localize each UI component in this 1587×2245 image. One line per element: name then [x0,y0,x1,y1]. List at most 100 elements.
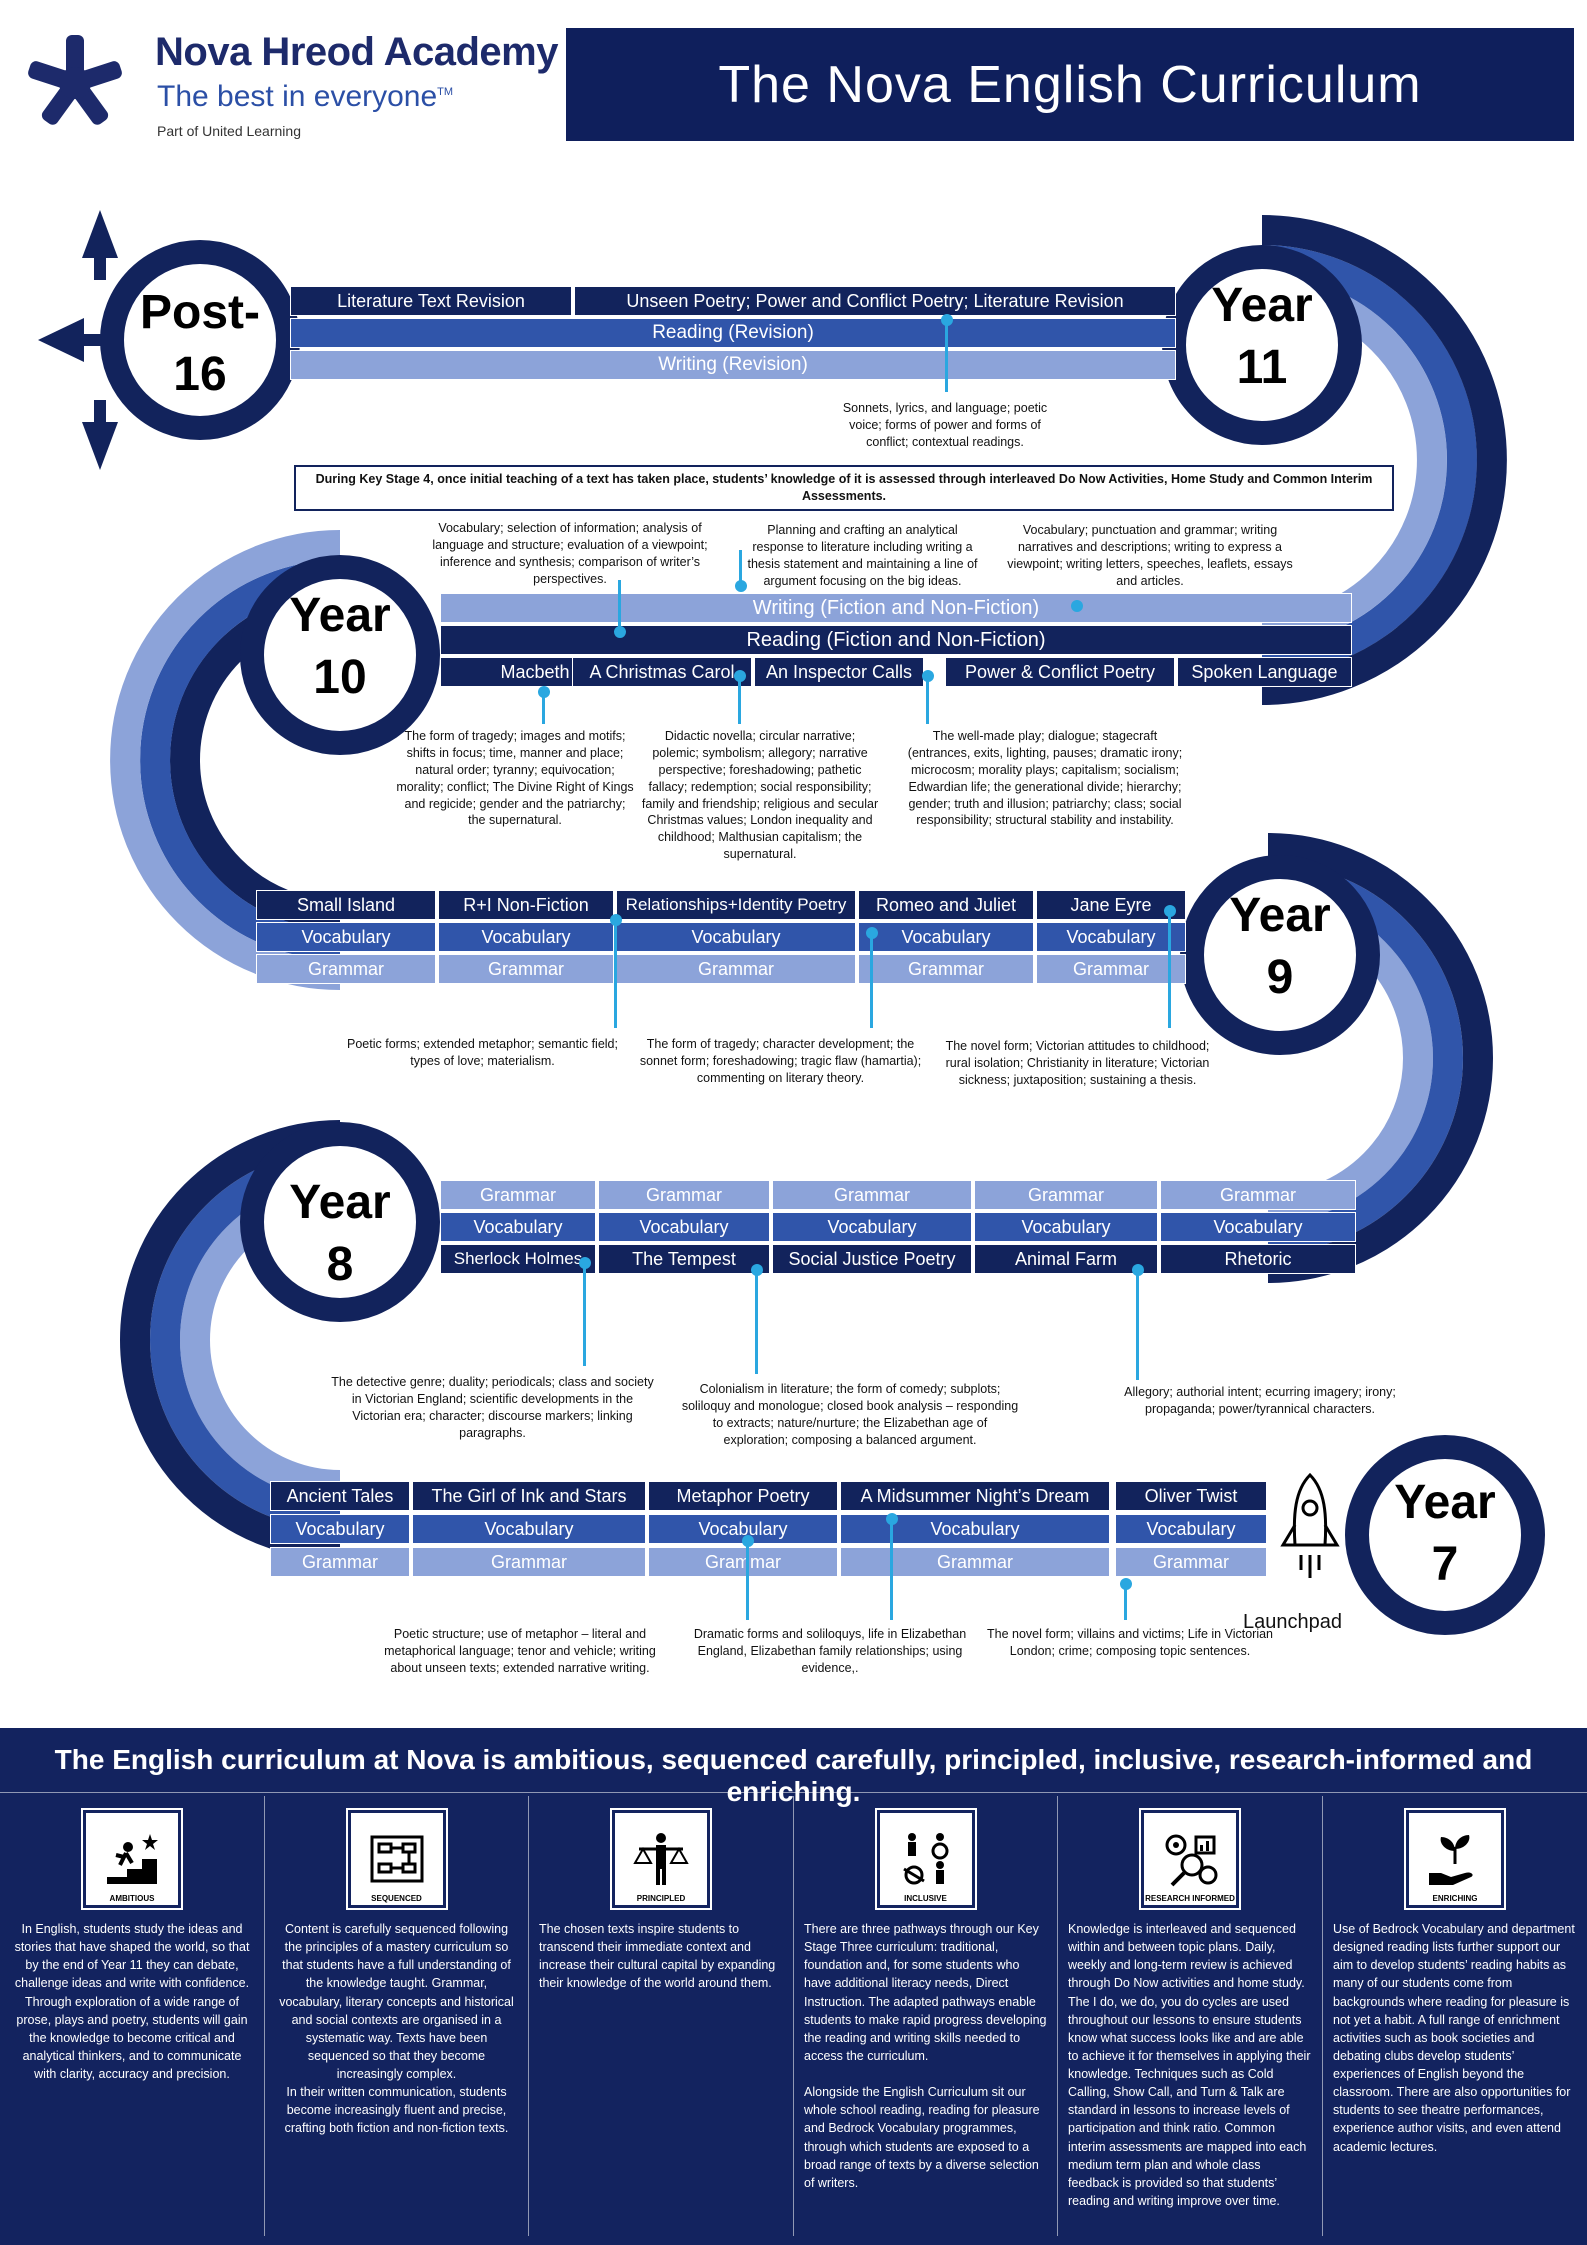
note-y8-animal-farm: Allegory; authorial intent; ecurring ima… [1124,1385,1396,1416]
inclusive-text: There are three pathways through our Key… [804,1922,1047,2190]
y10-reading-fnf: Reading (Fiction and Non-Fiction) [440,625,1352,655]
plant-hand-icon [1429,1835,1473,1885]
y9-grammar-5: Grammar [1036,954,1186,984]
note-reading-skills: Vocabulary; selection of information; an… [432,521,708,586]
connector-dot [735,580,747,592]
connector-line [618,580,621,630]
y7-vocab-1: Vocabulary [270,1514,410,1544]
enriching-text: Use of Bedrock Vocabulary and department… [1333,1922,1575,2154]
year-7-line1: Year [1394,1476,1496,1529]
y9-grammar-3: Grammar [616,954,856,984]
enriching-label: ENRICHING [1432,1894,1478,1903]
sequenced-icon-box: SEQUENCED [345,1808,448,1910]
y7-vocab-4: Vocabulary [840,1514,1110,1544]
y7-grammar-5: Grammar [1115,1547,1267,1577]
footer-col-research: RESEARCH INFORMED Knowledge is interleav… [1057,1796,1322,2236]
mountain-climber-icon [107,1834,158,1884]
ambitious-label: AMBITIOUS [109,1894,155,1903]
year-11-label: Year 11 [1192,275,1332,400]
text-spoken-language: Spoken Language [1177,657,1352,687]
note-christmas-carol: Didactic novella; circular narrative; po… [641,729,879,862]
year-9-line1: Year [1229,889,1331,942]
ks4-literature-revision: Literature Text Revision [290,286,572,316]
ks4-unseen-poetry: Unseen Poetry; Power and Conflict Poetry… [574,286,1176,316]
ambitious-text: In English, students study the ideas and… [14,1922,250,2081]
year-post16-line2: 16 [173,348,227,402]
note-macbeth: The form of tragedy; images and motifs; … [396,729,634,828]
year-7-label: Year 7 [1375,1472,1515,1597]
note-y8-sherlock: The detective genre; duality; periodical… [331,1375,654,1440]
year-9-label: Year 9 [1210,885,1350,1010]
year-post16-line1: Post- [140,286,260,339]
text-inspector-calls: An Inspector Calls [754,657,924,687]
y9-grammar-4: Grammar [858,954,1034,984]
y8-vocab-2: Vocabulary [598,1212,770,1242]
connector-line [870,933,873,1028]
connector-line [1124,1584,1127,1620]
y7-vocab-2: Vocabulary [412,1514,646,1544]
footer-col-enriching: ENRICHING Use of Bedrock Vocabulary and … [1322,1796,1587,2236]
y9-vocab-3: Vocabulary [616,922,856,952]
y9-vocab-2: Vocabulary [438,922,614,952]
text-christmas-carol: A Christmas Carol [572,657,752,687]
research-icon-box: RESEARCH INFORMED [1139,1808,1241,1910]
year-8-line2: 8 [326,1238,354,1292]
trademark: TM [437,86,454,98]
y7-text-metaphor-poetry: Metaphor Poetry [648,1481,838,1511]
connector-line [1136,1270,1139,1380]
note-inspector-calls: The well-made play; dialogue; stagecraft… [907,729,1183,828]
principled-label: PRINCIPLED [636,1894,686,1903]
connector-dot [1071,600,1083,612]
note-y9-jane-eyre: The novel form; Victorian attitudes to c… [945,1039,1210,1087]
y8-grammar-5: Grammar [1160,1180,1356,1210]
y7-text-midsummer: A Midsummer Night’s Dream [840,1481,1110,1511]
connector-line [926,676,929,724]
y8-text-animal-farm: Animal Farm [974,1244,1158,1274]
research-text: Knowledge is interleaved and sequenced w… [1068,1922,1311,2208]
year-8-label: Year 8 [270,1172,410,1297]
footer-col-inclusive: INCLUSIVE There are three pathways throu… [793,1796,1057,2236]
connector-dot [614,626,626,638]
flowchart-icon [370,1835,423,1883]
y8-vocab-3: Vocabulary [772,1212,972,1242]
y8-vocab-5: Vocabulary [1160,1212,1356,1242]
y9-text-rni-nonfiction: R+I Non-Fiction [438,890,614,920]
y9-vocab-1: Vocabulary [256,922,436,952]
year-10-line1: Year [289,589,391,642]
rocket-icon [1280,1472,1340,1578]
school-name: Nova Hreod Academy [155,30,559,74]
y7-grammar-1: Grammar [270,1547,410,1577]
note-planning: Planning and crafting an analytical resp… [747,523,978,588]
y9-text-jane-eyre: Jane Eyre [1036,890,1186,920]
connector-line [1168,911,1171,1028]
note-y7-poetry: Poetic structure; use of metaphor – lite… [384,1627,656,1675]
note-y9-romeo: The form of tragedy; character developme… [639,1037,922,1085]
ks4-assessment-box: During Key Stage 4, once initial teachin… [294,465,1394,511]
note-sonnets: Sonnets, lyrics, and language; poetic vo… [842,401,1048,449]
y10-writing-fnf: Writing (Fiction and Non-Fiction) [440,593,1352,623]
note-y7-oliver: The novel form; villains and victims; Li… [987,1627,1273,1658]
launchpad-label: Launchpad [1243,1611,1342,1633]
inclusive-label: INCLUSIVE [904,1894,947,1903]
y8-grammar-4: Grammar [974,1180,1158,1210]
footer-divider [0,1792,1587,1793]
ks4-writing-revision: Writing (Revision) [290,350,1176,380]
y8-text-sherlock: Sherlock Holmes [440,1244,596,1274]
y8-vocab-4: Vocabulary [974,1212,1158,1242]
y9-vocab-5: Vocabulary [1036,922,1186,952]
academy-star-logo-icon [28,35,122,125]
y7-grammar-3: Grammar [648,1547,838,1577]
connector-line [746,1541,749,1620]
research-icon [1165,1834,1218,1887]
y9-text-small-island: Small Island [256,890,436,920]
note-y8-tempest: Colonialism in literature; the form of c… [681,1382,1019,1447]
inclusive-icon-box: INCLUSIVE [874,1808,977,1910]
y8-text-social-justice: Social Justice Poetry [772,1244,972,1274]
note-y9-poetry: Poetic forms; extended metaphor; semanti… [347,1037,618,1068]
footer-col-principled: PRINCIPLED The chosen texts inspire stud… [528,1796,793,2236]
text-power-conflict: Power & Conflict Poetry [945,657,1175,687]
note-writing-skills: Vocabulary; punctuation and grammar; wri… [1007,523,1293,588]
connector-line [890,1519,893,1620]
y7-text-ancient-tales: Ancient Tales [270,1481,410,1511]
y9-grammar-2: Grammar [438,954,614,984]
